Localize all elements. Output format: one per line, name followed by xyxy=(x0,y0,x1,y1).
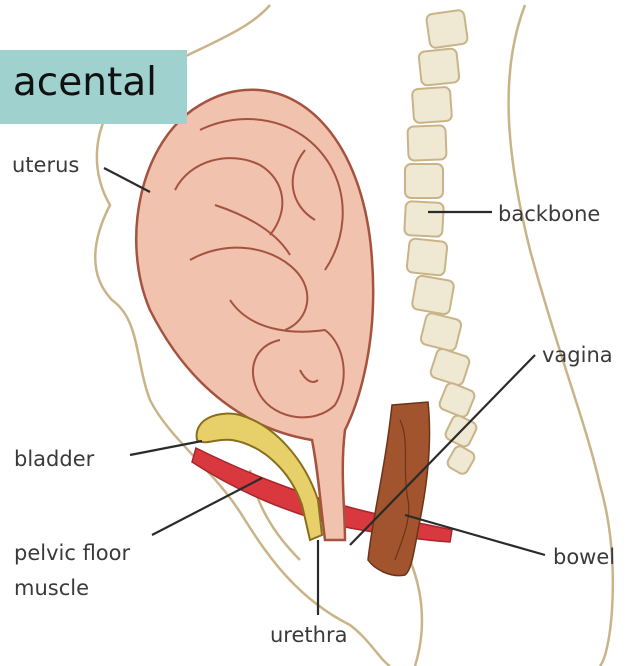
label-pelvic-floor-line2: muscle xyxy=(14,575,89,601)
uterus xyxy=(136,90,373,540)
label-backbone: backbone xyxy=(498,201,600,227)
leader-pelvic-floor xyxy=(152,478,262,535)
title-text: acental xyxy=(13,60,157,105)
label-pelvic-floor-line1: pelvic floor xyxy=(14,540,130,566)
label-bowel: bowel xyxy=(553,544,615,570)
label-uterus: uterus xyxy=(12,152,79,178)
leader-vagina xyxy=(350,355,535,545)
leader-uterus xyxy=(104,168,150,192)
label-bladder: bladder xyxy=(14,446,94,472)
label-vagina: vagina xyxy=(542,342,613,368)
label-urethra: urethra xyxy=(270,622,347,648)
title-banner: acental xyxy=(0,50,187,124)
